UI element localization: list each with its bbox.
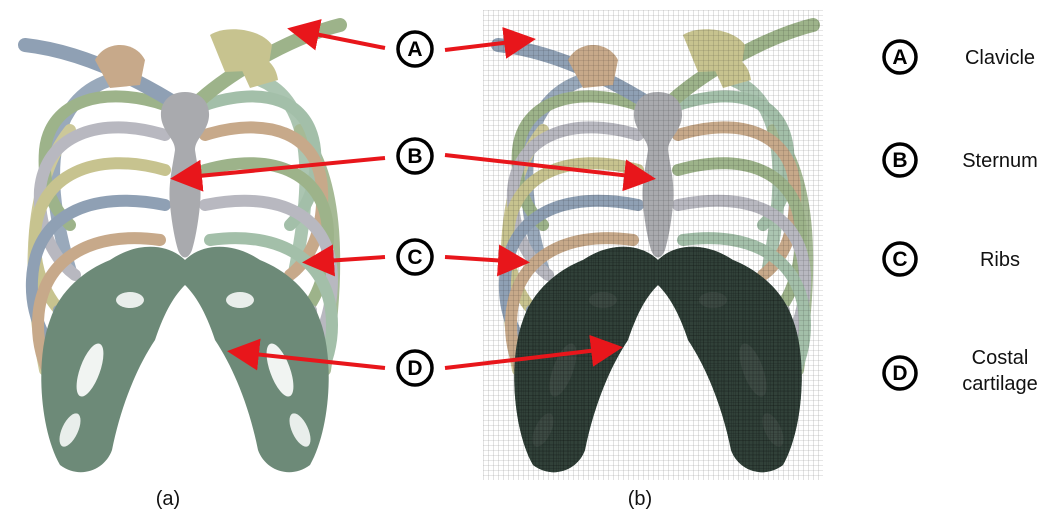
legend-label-clavicle: Clavicle	[965, 47, 1035, 69]
svg-text:A: A	[892, 46, 907, 69]
panel-a-caption: (a)	[156, 488, 180, 510]
legend-label-cartilage: cartilage	[962, 373, 1038, 395]
legend-item-costal-cartilage: D Costal cartilage	[884, 347, 1038, 395]
legend-item-ribs: C Ribs	[884, 243, 1020, 275]
legend-item-sternum: B Sternum	[884, 144, 1038, 176]
legend-label-sternum: Sternum	[962, 150, 1038, 172]
svg-text:B: B	[892, 149, 907, 172]
panel-b-mesh-model	[483, 10, 823, 480]
legend-label-costal: Costal	[972, 347, 1029, 369]
svg-text:D: D	[407, 357, 422, 380]
svg-text:B: B	[407, 145, 422, 168]
legend-label-ribs: Ribs	[980, 249, 1020, 271]
legend: A Clavicle B Sternum C Ribs D Costal car…	[884, 41, 1038, 395]
badge-d: D	[398, 351, 432, 385]
panel-b-caption: (b)	[628, 488, 652, 510]
badge-a: A	[398, 32, 432, 66]
badge-c: C	[398, 240, 432, 274]
svg-text:C: C	[892, 248, 907, 271]
panel-a-shaded-model	[25, 25, 340, 472]
svg-text:A: A	[407, 38, 422, 61]
legend-item-clavicle: A Clavicle	[884, 41, 1035, 73]
svg-text:C: C	[407, 246, 422, 269]
svg-text:D: D	[892, 362, 907, 385]
badge-b: B	[398, 139, 432, 173]
